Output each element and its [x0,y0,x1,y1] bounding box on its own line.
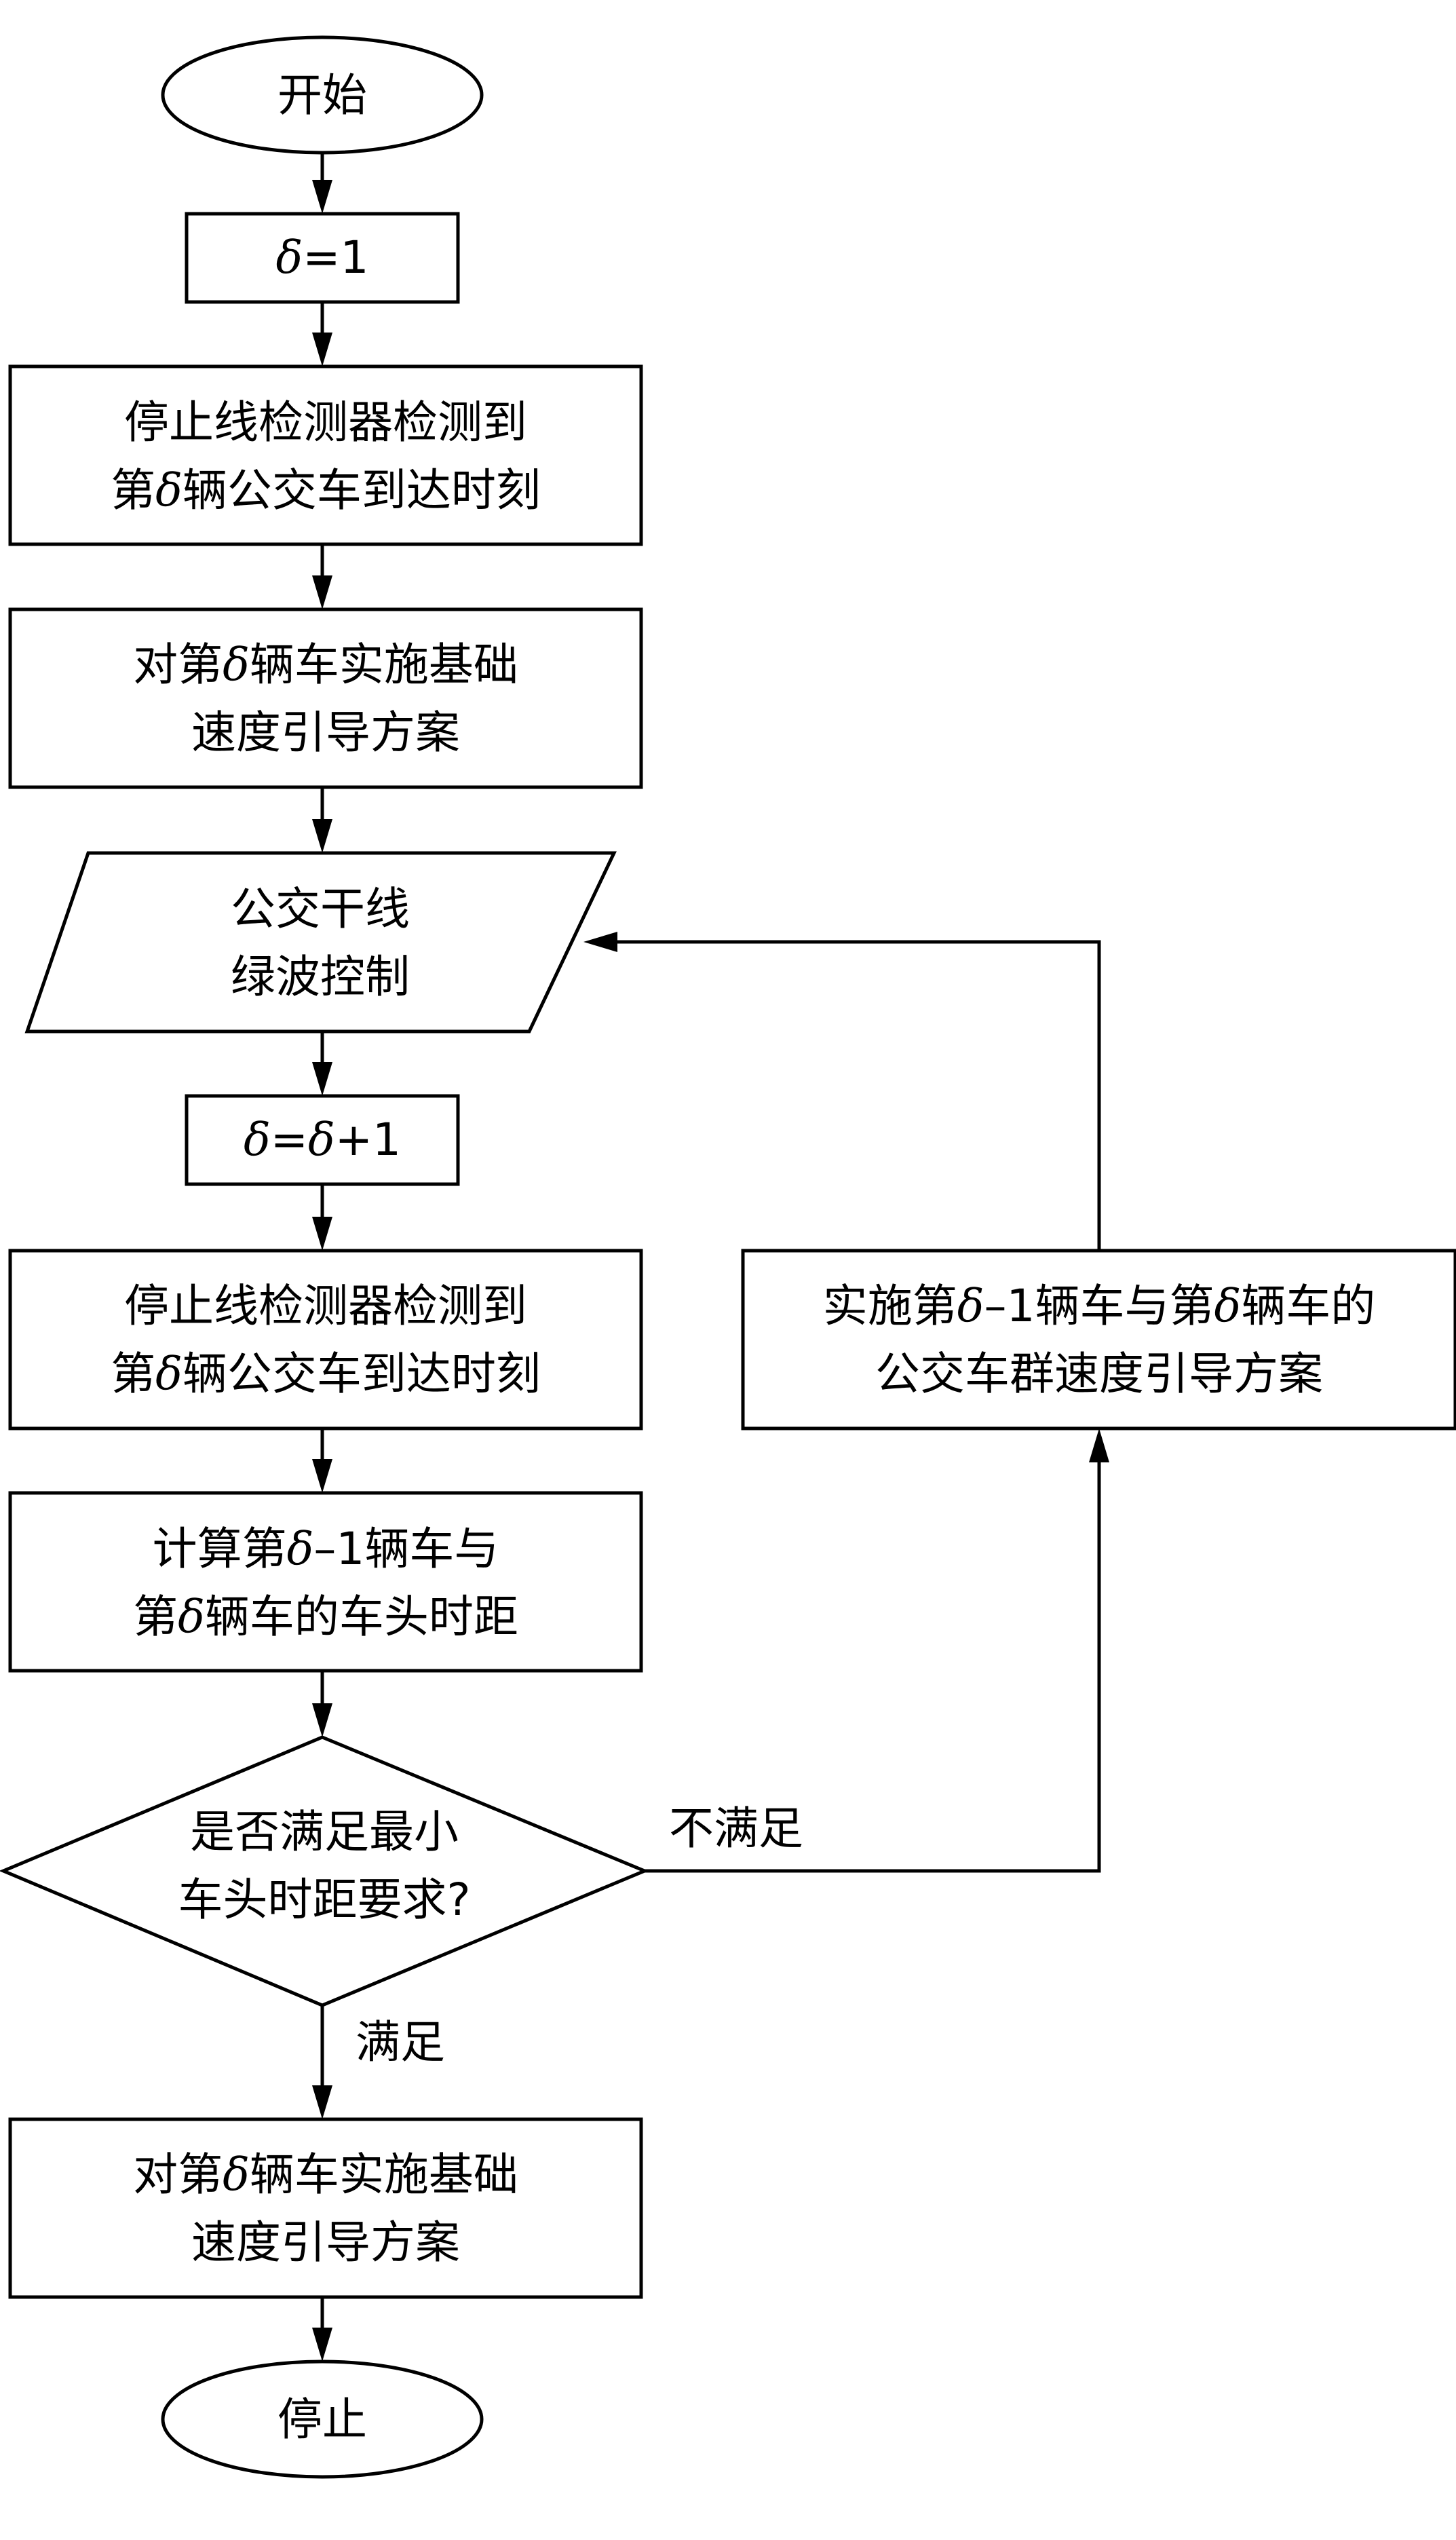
no-branch-label: 不满足 [669,1802,803,1855]
group-guidance-node: 实施第δ–1辆车与第δ辆车的 公交车群速度引导方案 [741,1249,1456,1430]
compute-line2: 第δ辆车的车头时距 [133,1591,518,1643]
headway-decision-node: 是否满足最小 车头时距要求? [0,1735,649,2007]
delta-symbol: δ [223,2148,250,2201]
delta-symbol: δ [287,1523,314,1575]
greenwave-line2: 绿波控制 [231,951,410,1003]
increment-label: δ=δ+1 [244,1114,401,1166]
arrow-base1-to-greenwave [312,787,332,853]
delta-symbol: δ [155,1348,183,1400]
base2-line1: 对第δ辆车实施基础 [133,2148,518,2201]
decision-line1: 是否满足最小 [190,1806,459,1858]
arrow-base2-to-stop [312,2297,332,2362]
base2-line2: 速度引导方案 [191,2216,460,2269]
compute-line1: 计算第δ–1辆车与 [153,1523,499,1575]
arrow-start-to-init [312,153,332,214]
arrow-group-guidance-to-greenwave [583,932,1101,1251]
arrow-greenwave-to-increment [312,1031,332,1096]
delta-symbol: δ [223,639,250,691]
delta-symbol: δ [957,1280,984,1332]
base1-line1: 对第δ辆车实施基础 [133,639,518,691]
arrow-detect2-to-compute [312,1428,332,1493]
detect2-line2: 第δ辆公交车到达时刻 [111,1348,541,1400]
start-node: 开始 [161,35,484,155]
delta-symbol: δ [178,1591,205,1643]
base1-line2: 速度引导方案 [191,706,460,759]
base-guidance-node-2: 对第δ辆车实施基础 速度引导方案 [8,2117,643,2299]
delta-symbol: δ [1214,1280,1242,1332]
arrow-yes-to-base2 [312,2005,332,2119]
arrow-compute-to-decision [312,1671,332,1737]
init-node: δ=1 [185,212,460,304]
arrow-detect1-to-base1 [312,544,332,609]
delta-symbol: δ [308,1114,335,1166]
green-wave-control-node: 公交干线 绿波控制 [24,851,617,1034]
arrow-increment-to-detect2 [312,1184,332,1251]
detect-arrival-node-2: 停止线检测器检测到 第δ辆公交车到达时刻 [8,1249,643,1430]
detect1-line2: 第δ辆公交车到达时刻 [111,464,541,516]
detect-arrival-node-1: 停止线检测器检测到 第δ辆公交车到达时刻 [8,364,643,546]
detect2-line1: 停止线检测器检测到 [124,1280,527,1332]
stop-node: 停止 [161,2359,484,2479]
compute-headway-node: 计算第δ–1辆车与 第δ辆车的车头时距 [8,1491,643,1673]
increment-node: δ=δ+1 [185,1094,460,1186]
greenwave-line1: 公交干线 [231,883,410,935]
group-line2: 公交车群速度引导方案 [875,1348,1323,1400]
delta-symbol: δ [244,1114,271,1166]
detect1-line1: 停止线检测器检测到 [124,396,527,449]
delta-symbol: δ [275,231,303,284]
group-line1: 实施第δ–1辆车与第δ辆车的 [823,1280,1376,1332]
arrow-no-to-group-guidance [645,1428,1109,1873]
base-guidance-node-1: 对第δ辆车实施基础 速度引导方案 [8,607,643,789]
decision-line2: 车头时距要求? [178,1874,470,1926]
init-label: δ=1 [275,231,368,284]
arrow-init-to-detect1 [312,302,332,366]
init-value: =1 [303,231,368,284]
start-label: 开始 [277,69,367,121]
stop-label: 停止 [277,2393,367,2446]
delta-symbol: δ [155,464,183,516]
yes-branch-label: 满足 [356,2016,445,2068]
